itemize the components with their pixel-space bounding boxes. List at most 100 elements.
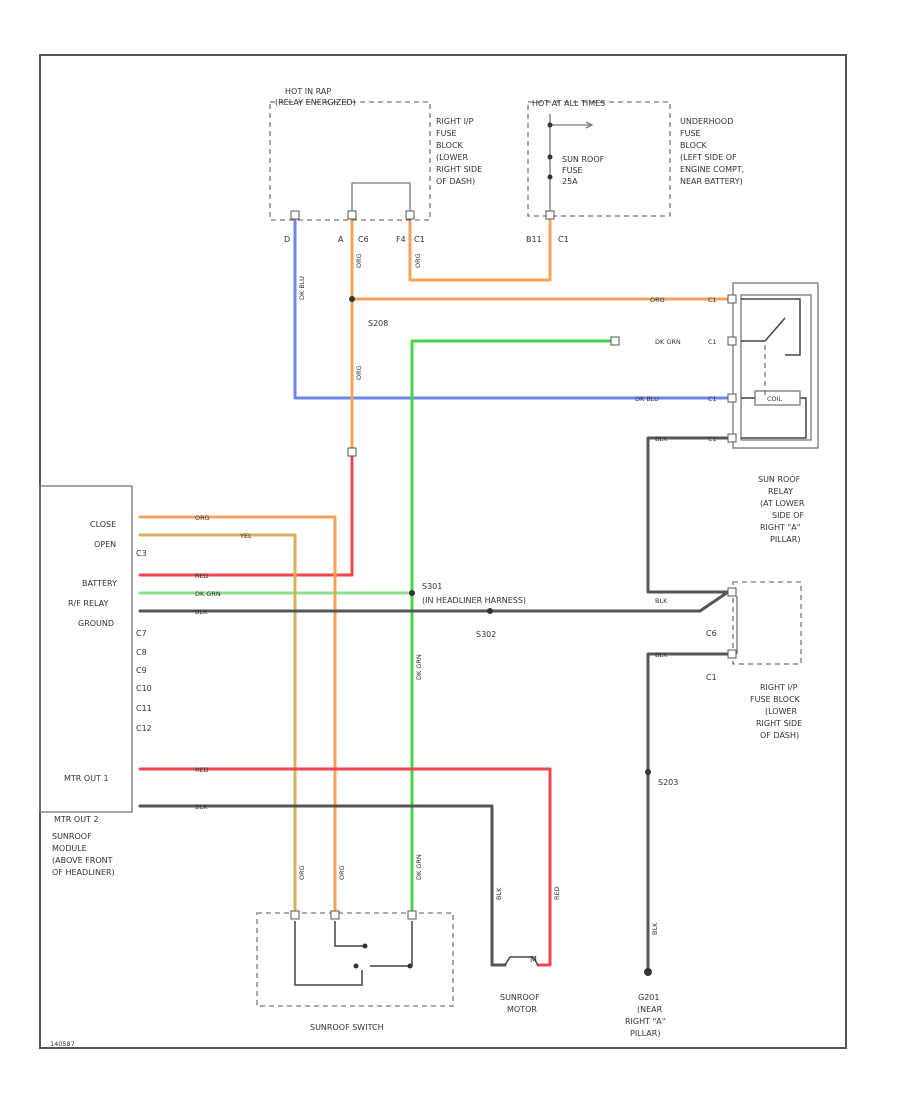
fuse-left-cav-d: D: [284, 235, 290, 244]
fuse-right-arrowhead: [585, 121, 594, 129]
fuse-left-title: HOT IN RAP: [285, 87, 331, 96]
splice-s302-dot: [487, 608, 493, 614]
inline-connector-org: [347, 447, 357, 457]
label-dk-grn-batt: DK GRN: [195, 590, 221, 598]
fuse-block-left-box: [269, 101, 431, 221]
label-dk-grn-sw: DK GRN: [415, 854, 423, 880]
fuse-block-lower: C6 C1 RIGHT I/P FUSE BLOCK (LOWER RIGHT …: [706, 581, 802, 740]
page-code: 140587: [50, 1040, 75, 1048]
fuse-left-cav-c6: C6: [358, 235, 369, 244]
fuse-left-pin-d: [290, 210, 300, 220]
fuse-left-loc-5: RIGHT SIDE: [436, 165, 482, 174]
relay-outer-box: [732, 282, 819, 449]
fuse-left-internal: [351, 182, 411, 213]
relay-inner-box: [740, 294, 812, 441]
module-pin-c11: C11: [136, 704, 152, 713]
relay-contact: [741, 298, 801, 356]
switch-label: SUNROOF SWITCH: [310, 1023, 384, 1032]
splice-s208-dot: [349, 296, 355, 302]
fuse-left-loc-6: OF DASH): [436, 177, 475, 186]
relay-switch-line: [741, 317, 786, 342]
label-org-sw2: ORG: [338, 865, 346, 880]
splice-s301-note: (IN HEADLINER HARNESS): [422, 596, 526, 605]
module-pin-c9: C9: [136, 666, 147, 675]
module-pin-battery: BATTERY: [82, 579, 117, 588]
module-pin-ground: GROUND: [78, 619, 114, 628]
relay-pin-label-1: C1: [708, 296, 717, 304]
ground-terminal: [644, 968, 652, 976]
fuse-block-lower-pin-2: [727, 649, 737, 659]
label-dk-blu-relay: DK BLU: [635, 395, 659, 403]
sunroof-motor: M SUNROOF MOTOR: [500, 955, 540, 1014]
ground-label-4: PILLAR): [630, 1029, 660, 1038]
fuse-block-lower-label-1: RIGHT I/P: [760, 683, 798, 692]
fuse-block-lower-box: [732, 581, 802, 665]
switch-common: [294, 921, 363, 986]
label-dk-grn-vert: DK GRN: [415, 654, 423, 680]
fuse-right-dot-2: [547, 154, 553, 160]
switch-pivot-3: [407, 963, 413, 969]
inline-connector-grn: [610, 336, 620, 346]
fuse-left-pin-a: [347, 210, 357, 220]
relay-label-5: RIGHT "A": [760, 523, 800, 532]
label-blk-g: BLK: [655, 651, 668, 659]
label-org2: ORG: [355, 365, 363, 380]
splice-s301-dot: [409, 590, 415, 596]
relay-pin-4: [727, 433, 737, 443]
label-blk-gnd: BLK: [195, 608, 208, 616]
module-pin-c3: C3: [136, 549, 147, 558]
fuse-left-loc-1: RIGHT I/P: [436, 117, 474, 126]
fuse-right-loc-1: UNDERHOOD: [680, 117, 733, 126]
label-red-mod: RED: [195, 572, 209, 580]
splice-s302-label: S302: [476, 630, 496, 639]
wire-org-loop: [408, 218, 552, 282]
wire-yel-open: [138, 533, 297, 917]
switch-pivot-2: [353, 963, 359, 969]
module-pin-open: OPEN: [94, 540, 116, 549]
ground-label-2: (NEAR: [637, 1005, 663, 1014]
wire-labels: DK BLU ORG ORG ORG ORG DK GRN DK BLU BLK…: [195, 253, 681, 935]
module-pin-c8: C8: [136, 648, 147, 657]
fuse-left-loc-3: BLOCK: [436, 141, 464, 150]
module-pin-c10: C10: [136, 684, 152, 693]
splice-s203-dot: [645, 769, 651, 775]
wires: [138, 218, 730, 972]
fuse-block-hot-in-rap: HOT IN RAP (RELAY ENERGIZED) RIGHT I/P F…: [269, 87, 482, 244]
fuse-right-dot-3: [547, 174, 553, 180]
relay-pin-label-2: C1: [708, 338, 717, 346]
ground-label-1: G201: [638, 993, 659, 1002]
fuse-right-loc-3: BLOCK: [680, 141, 708, 150]
label-org-loop: ORG: [414, 253, 422, 268]
fuse-right-loc-6: NEAR BATTERY): [680, 177, 743, 186]
label-blk-motor: BLK: [495, 887, 503, 900]
switch-open-contact: [370, 921, 413, 967]
sunroof-switch: SUNROOF SWITCH: [256, 910, 454, 1032]
wire-blk-g201: [646, 652, 730, 972]
label-org-sw: ORG: [298, 865, 306, 880]
module-label-3: (ABOVE FRONT: [52, 856, 113, 865]
fuse-block-right-box: [527, 101, 671, 217]
motor-symbol: M: [530, 955, 537, 964]
relay-label-2: RELAY: [768, 487, 793, 496]
relay-pin-2: [727, 336, 737, 346]
module-pin-mtr-out-1: MTR OUT 1: [64, 774, 109, 783]
motor-label-1: SUNROOF: [500, 993, 540, 1002]
label-yel-open: YEL: [239, 532, 252, 540]
relay-label-1: SUN ROOF: [758, 475, 801, 484]
relay-label-4: SIDE OF: [772, 511, 804, 520]
label-org-close: ORG: [195, 514, 210, 522]
splice-s203-label: S203: [658, 778, 678, 787]
label-org-relay: ORG: [650, 296, 665, 304]
fuse-right-pin: [545, 210, 555, 220]
relay-label-3: (AT LOWER: [760, 499, 805, 508]
fuse-left-cav-f4: F4: [396, 235, 406, 244]
relay-pin-label-4: C1: [708, 435, 717, 443]
fuse-left-loc-4: (LOWER: [436, 153, 469, 162]
fuse-right-fuse-1: SUN ROOF: [562, 155, 605, 164]
fuse-right-loc-4: (LEFT SIDE OF: [680, 153, 737, 162]
sunroof-relay: COIL C1 C1 C1 C1 SUN ROOF RELAY (AT LOWE…: [708, 282, 819, 544]
fuse-left-loc-2: FUSE: [436, 129, 457, 138]
motor-body: [504, 956, 539, 966]
label-org: ORG: [355, 253, 363, 268]
